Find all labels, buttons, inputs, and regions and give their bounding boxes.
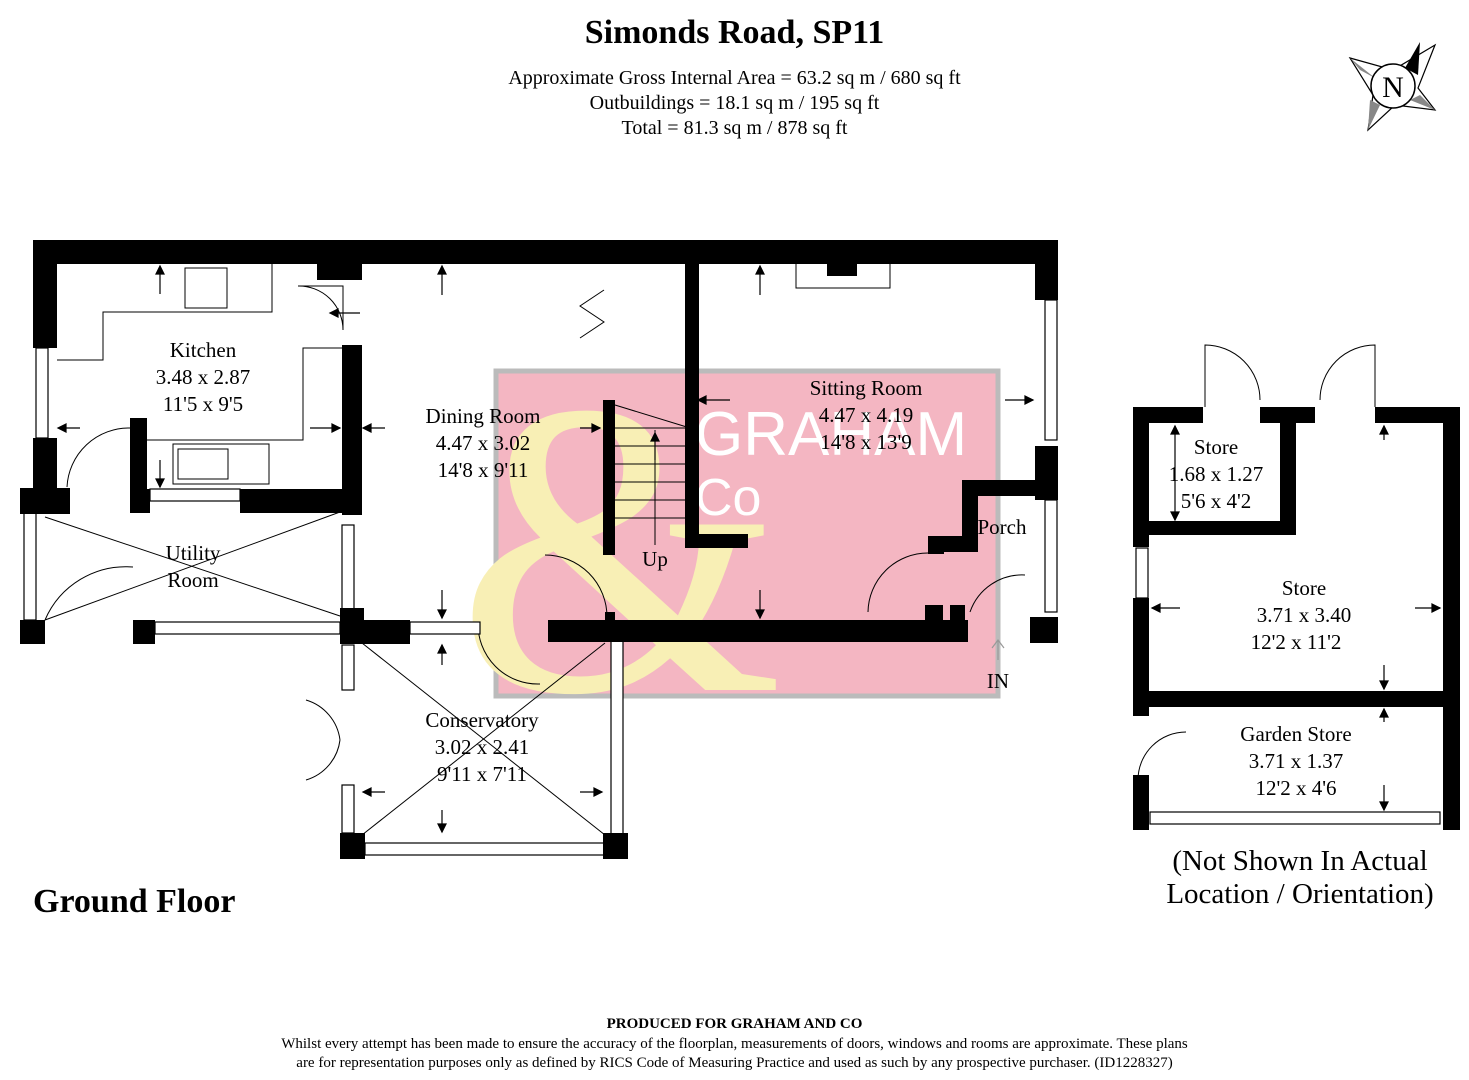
plan-title: Simonds Road, SP11 [584, 14, 885, 51]
conservatory-size-metric: 3.02 x 2.41 [435, 735, 530, 759]
area-line-internal: Approximate Gross Internal Area = 63.2 s… [508, 67, 961, 89]
sitting-name: Sitting Room [810, 376, 923, 400]
floor-label: Ground Floor [33, 883, 236, 920]
outbuildings-note-line1: (Not Shown In Actual [1172, 845, 1428, 877]
kitchen-size-metric: 3.48 x 2.87 [156, 365, 251, 389]
store-large-name: Store [1282, 576, 1326, 600]
kitchen-name: Kitchen [170, 338, 237, 362]
room-labels: Kitchen 3.48 x 2.87 11'5 x 9'5 Dining Ro… [156, 338, 1352, 800]
store-small-name: Store [1194, 435, 1238, 459]
utility-name-line1: Utility [166, 541, 221, 565]
dining-name: Dining Room [426, 404, 541, 428]
entrance-label: IN [987, 669, 1009, 693]
conservatory-size-imperial: 9'11 x 7'11 [437, 762, 527, 786]
dining-size-imperial: 14'8 x 9'11 [438, 458, 529, 482]
area-line-outbuildings: Outbuildings = 18.1 sq m / 195 sq ft [589, 92, 880, 114]
logo-text-co: Co [695, 469, 761, 527]
store-small-size-imperial: 5'6 x 4'2 [1181, 489, 1252, 513]
store-large-size-metric: 3.71 x 3.40 [1257, 603, 1352, 627]
footer-disclaimer-line2: are for representation purposes only as … [296, 1055, 1173, 1071]
garden-store-size-imperial: 12'2 x 4'6 [1255, 776, 1336, 800]
kitchen-size-imperial: 11'5 x 9'5 [163, 392, 243, 416]
sitting-size-metric: 4.47 x 4.19 [819, 403, 914, 427]
compass-north-label: N [1382, 71, 1404, 104]
logo-text-graham: GRAHAM [695, 400, 967, 469]
utility-name-line2: Room [167, 568, 218, 592]
sitting-size-imperial: 14'8 x 13'9 [820, 430, 912, 454]
stairs-up-label: Up [642, 547, 668, 571]
footer-heading: PRODUCED FOR GRAHAM AND CO [606, 1016, 863, 1032]
outbuildings-note: (Not Shown In Actual Location / Orientat… [1150, 845, 1450, 911]
porch-name: Porch [978, 515, 1027, 539]
footer-disclaimer-line1: Whilst every attempt has been made to en… [281, 1036, 1188, 1052]
compass-icon: N [1348, 42, 1437, 132]
store-small-size-metric: 1.68 x 1.27 [1169, 462, 1264, 486]
conservatory-name: Conservatory [425, 708, 539, 732]
outbuildings-note-line2: Location / Orientation) [1166, 878, 1434, 910]
footer-disclaimer: Whilst every attempt has been made to en… [0, 1035, 1469, 1073]
garden-store-size-metric: 3.71 x 1.37 [1249, 749, 1344, 773]
garden-store-name: Garden Store [1240, 722, 1351, 746]
store-large-size-imperial: 12'2 x 11'2 [1251, 630, 1342, 654]
dining-size-metric: 4.47 x 3.02 [436, 431, 531, 455]
area-line-total: Total = 81.3 sq m / 878 sq ft [621, 117, 848, 139]
